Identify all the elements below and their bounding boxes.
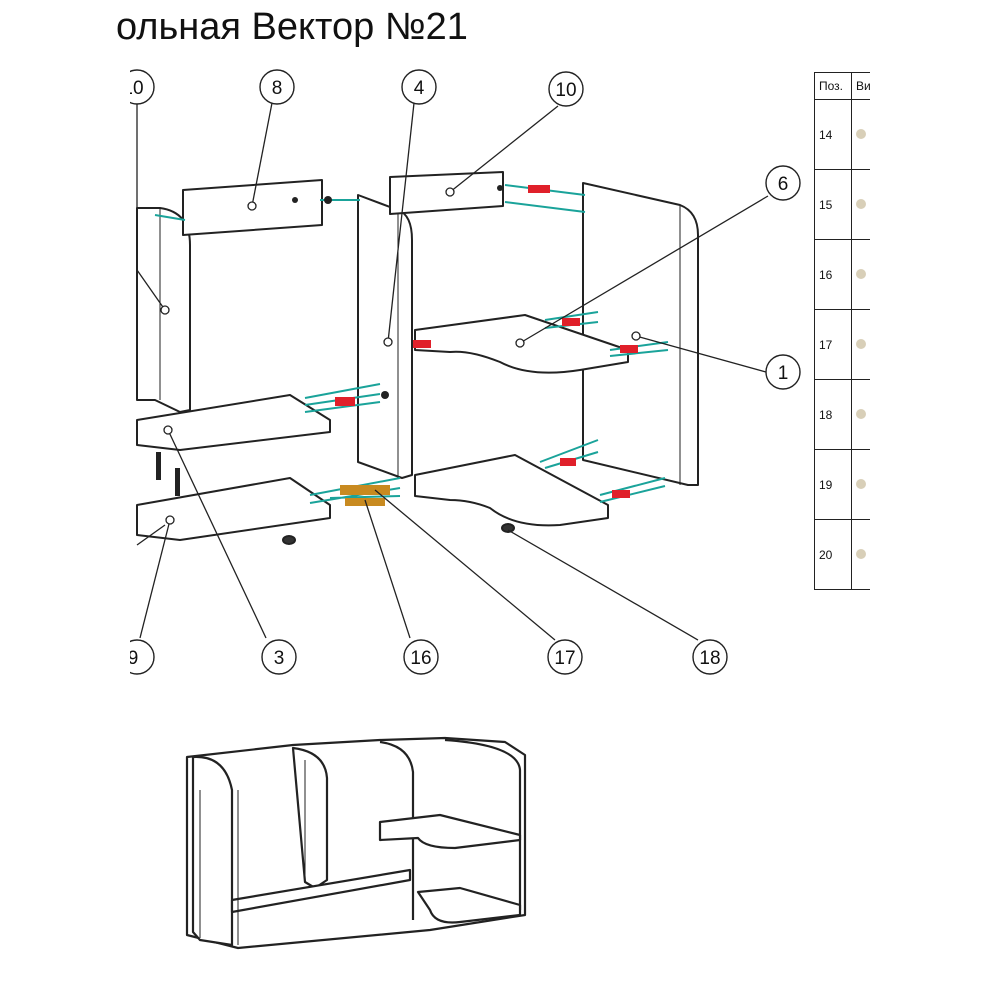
table-row: 14 [814, 99, 870, 170]
table-header-type: Ви [851, 72, 870, 100]
callout-label: 6 [778, 174, 789, 195]
left-upper-shelf [136, 394, 331, 451]
page-title: ольная Вектор №21 [116, 6, 468, 48]
table-row: 17 [814, 309, 870, 380]
table-row: 20 [814, 519, 870, 590]
callout-label: 9 [128, 648, 139, 669]
callout-17 [547, 639, 583, 675]
assembled-view [185, 736, 527, 950]
callout-4 [401, 69, 437, 105]
callout-label: 18 [699, 648, 720, 669]
callout-16 [403, 639, 439, 675]
callout-8 [259, 69, 295, 105]
lower-curved-shelf [414, 454, 609, 527]
target-dots [160, 187, 641, 525]
callout-label: 17 [554, 648, 575, 669]
right-side-panel [582, 182, 699, 486]
callout-3 [261, 639, 297, 675]
callout-1 [765, 354, 801, 390]
table-row: 15 [814, 169, 870, 240]
left-lower-shelf [136, 477, 331, 541]
leader-lines [136, 102, 769, 641]
hardware-icon [856, 268, 867, 279]
hardware-icon [856, 408, 867, 419]
parts-table: Поз. Ви 14 15 16 17 18 19 20 [814, 72, 870, 595]
callout-6 [765, 165, 801, 201]
callout-label: 3 [274, 648, 285, 669]
table-row: 16 [814, 239, 870, 310]
brackets [335, 185, 638, 498]
middle-side-panel [357, 194, 413, 479]
callout-label: 8 [272, 78, 283, 99]
hardware-icon [856, 548, 867, 559]
callout-label: 10 [555, 80, 576, 101]
hardware-icon [856, 478, 867, 489]
callout-label: 1 [778, 363, 789, 384]
callout-label: 4 [414, 78, 425, 99]
callout-label: 16 [410, 648, 431, 669]
callout-18 [692, 639, 728, 675]
hardware-icon [856, 128, 867, 139]
table-row: 18 [814, 379, 870, 450]
hardware-icon [856, 338, 867, 349]
screws [156, 185, 503, 496]
hardware-icon [856, 198, 867, 209]
table-header-pos: Поз. [814, 72, 853, 100]
table-row: 19 [814, 449, 870, 520]
callout-10 [548, 71, 584, 107]
